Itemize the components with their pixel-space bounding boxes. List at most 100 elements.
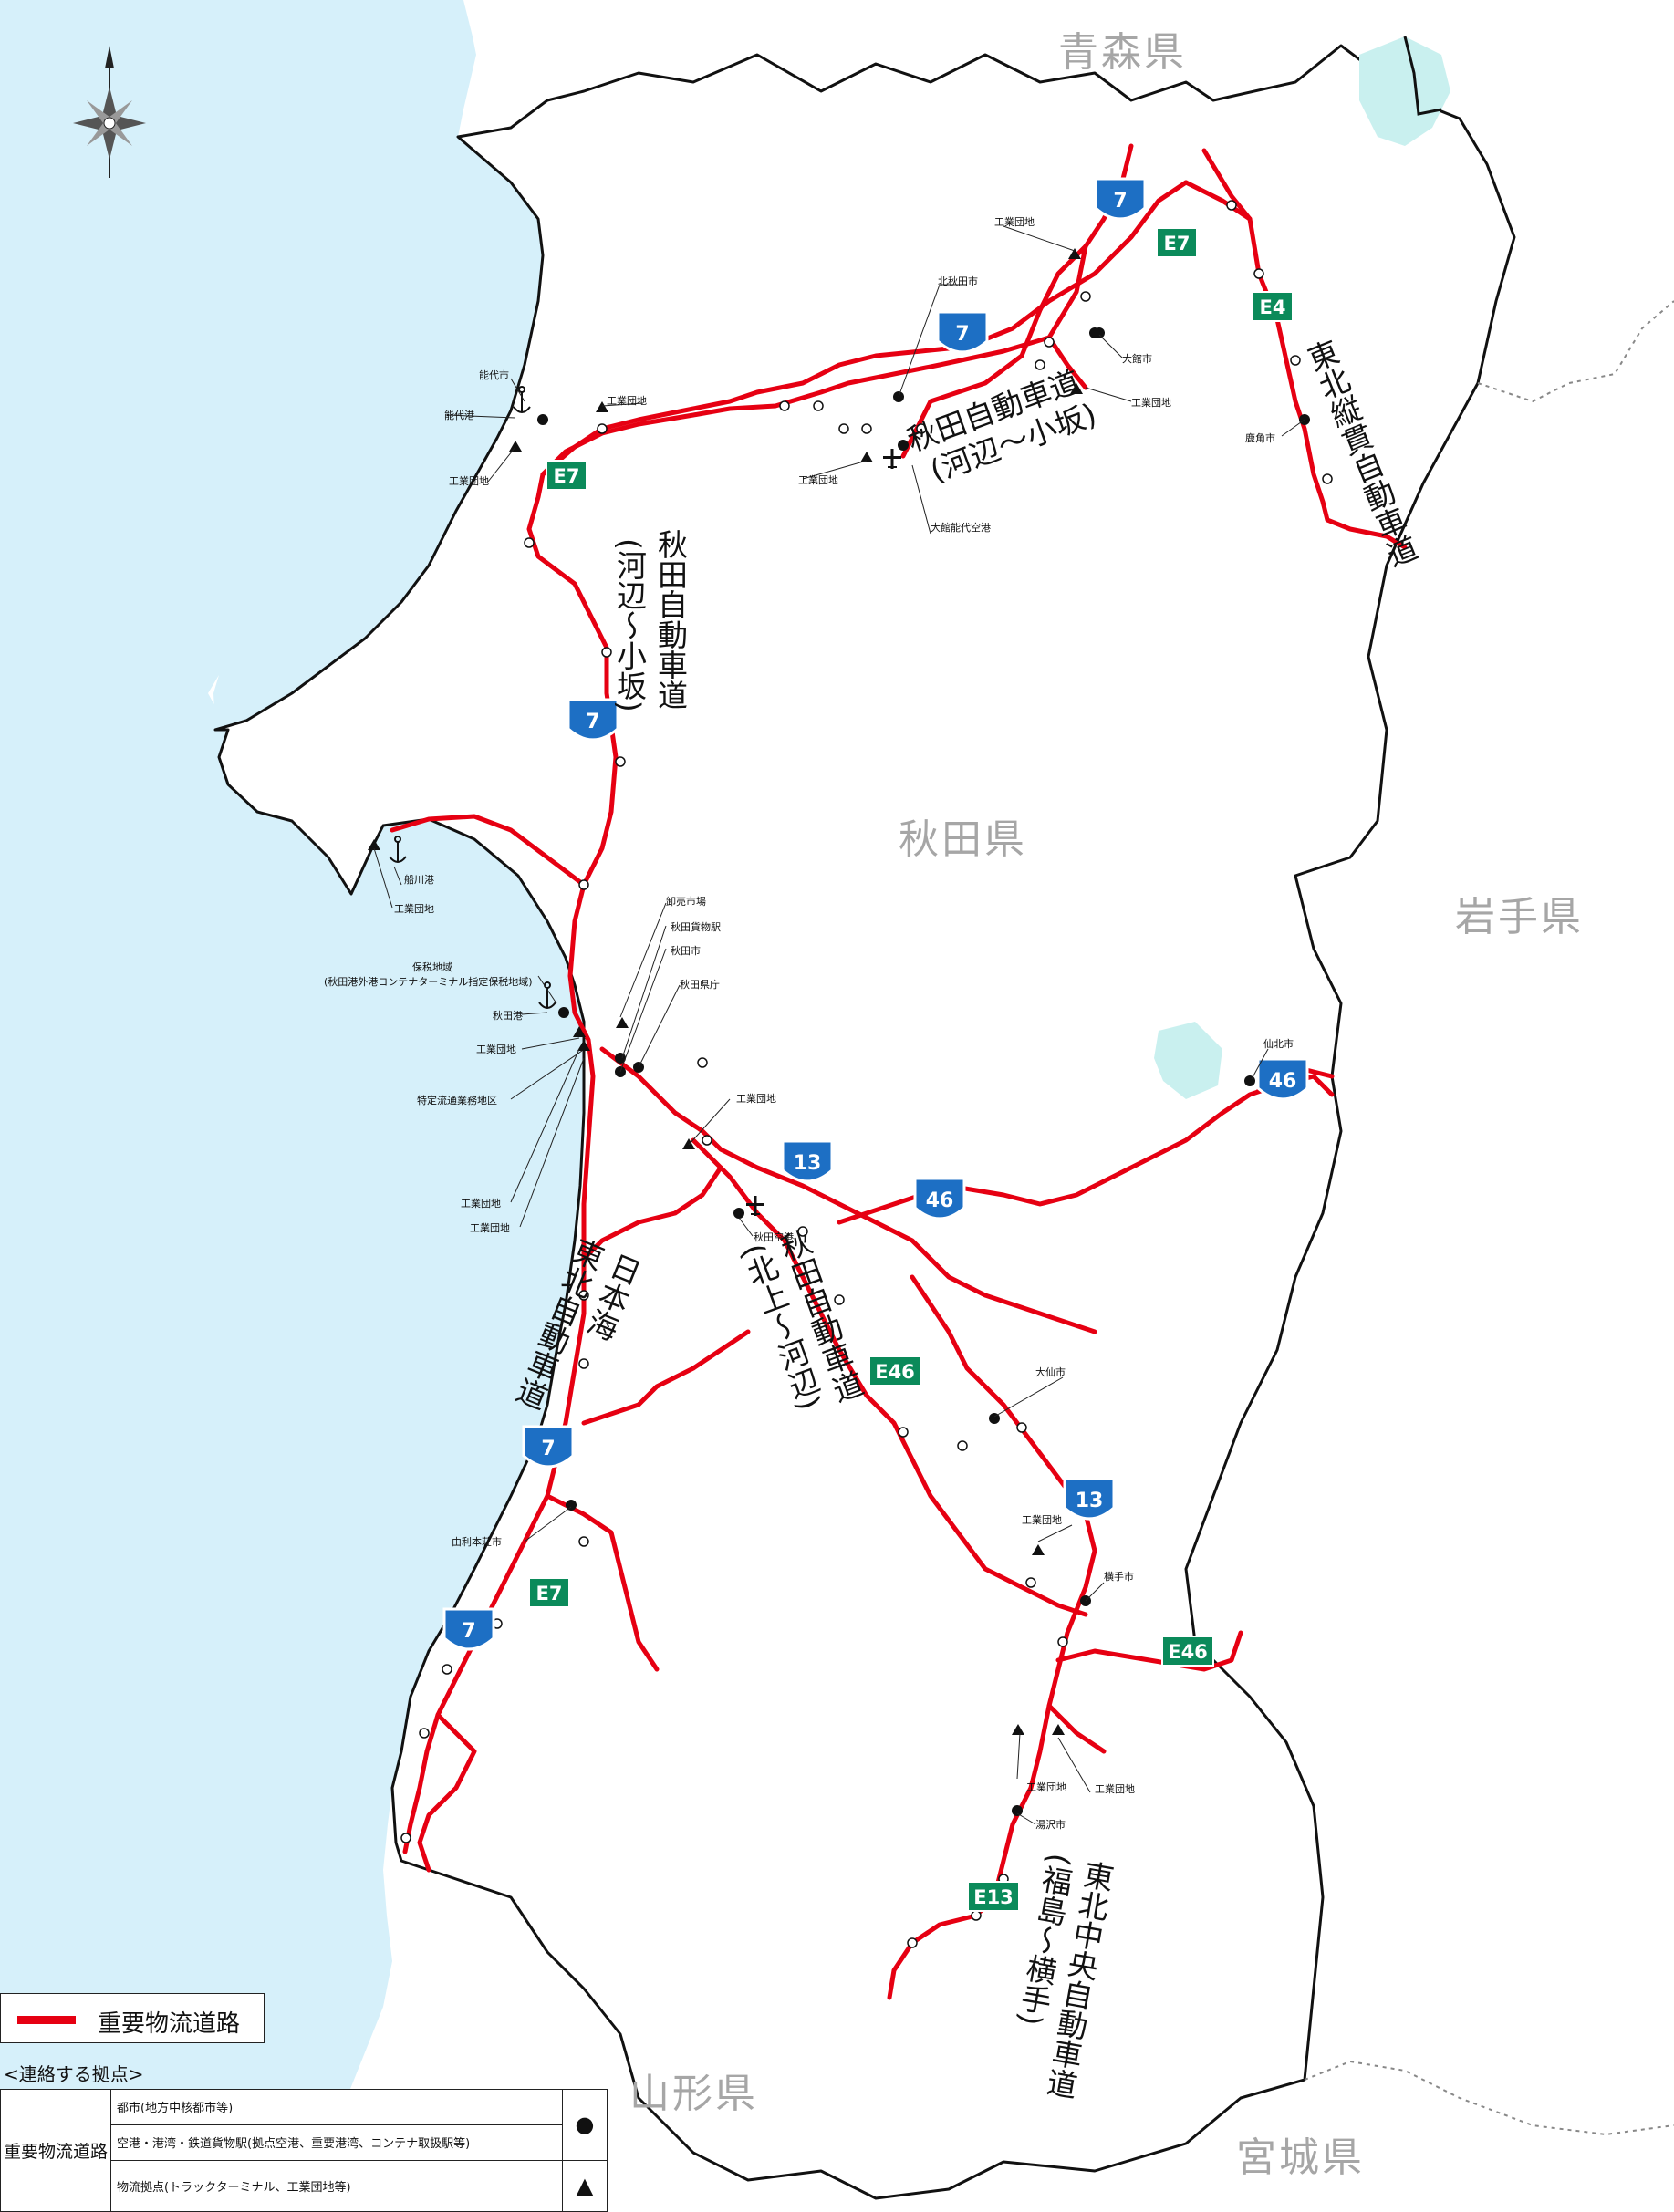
route-shield-r7: 7	[936, 310, 989, 354]
svg-text:13: 13	[794, 1152, 822, 1175]
industrial-triangle-icons	[368, 248, 1083, 1735]
svg-text:E13: E13	[973, 1886, 1014, 1908]
label-industrial-park: 工業団地	[476, 1044, 516, 1055]
interchange-nodes	[400, 200, 1333, 1948]
label-bonded-area: 保税地域	[412, 961, 452, 973]
expressway-shield-e13: E13	[967, 1881, 1020, 1912]
label-industrial-park: 工業団地	[1095, 1783, 1135, 1795]
label-yuzawa-city: 湯沢市	[1035, 1818, 1066, 1831]
expressway-shield-e4: E4	[1252, 291, 1294, 322]
label-yokote-city: 横手市	[1104, 1570, 1134, 1583]
label-industrial-park: 工業団地	[1131, 397, 1171, 409]
label-semboku-city: 仙北市	[1263, 1037, 1294, 1050]
compass-rose-icon	[73, 46, 146, 178]
hub-table: 重要物流道路 都市(地方中核都市等) ● 空港・港湾・鉄道貨物駅(拠点空港、重要…	[0, 2089, 608, 2212]
label-industrial-park: 工業団地	[449, 475, 489, 487]
hub-row-label: 都市(地方中核都市等)	[110, 2089, 563, 2125]
svg-text:E7: E7	[554, 465, 580, 487]
lake-towada	[1359, 36, 1450, 146]
table-row: 重要物流道路 都市(地方中核都市等) ●	[0, 2089, 608, 2212]
route-shield-r7: 7	[442, 1607, 495, 1651]
label-iwate: 岩手県	[1455, 894, 1584, 940]
label-industrial-park: 工業団地	[736, 1093, 776, 1105]
svg-text:46: 46	[926, 1189, 954, 1212]
route-shield-r13: 13	[1063, 1477, 1116, 1521]
expressway-shield-e7: E7	[546, 460, 587, 491]
expressway-shield-e46: E46	[1161, 1636, 1214, 1667]
svg-text:秋田自動車道: 秋田自動車道	[653, 529, 689, 710]
label-industrial-park: 工業団地	[1022, 1514, 1062, 1526]
svg-text:7: 7	[586, 711, 599, 733]
airplane-icon	[746, 1196, 764, 1216]
label-industrial-park: 工業団地	[470, 1222, 510, 1234]
hub-category: 重要物流道路	[0, 2089, 111, 2212]
label-akita-expressway-center: 秋田自動車道 (河辺～小坂)	[612, 529, 689, 712]
legend-road-line	[17, 2016, 76, 2024]
city-dot-icon: ●	[562, 2089, 608, 2161]
table-row: 物流拠点(トラックターミナル、工業団地等) ▲	[1, 2159, 608, 2212]
lake-towada-border	[1403, 36, 1442, 116]
leader-lines	[373, 225, 1305, 1825]
expressway-shield-e7: E7	[1156, 227, 1198, 258]
svg-text:E4: E4	[1260, 296, 1286, 318]
route-shield-r7: 7	[567, 698, 619, 742]
label-industrial-park: 工業団地	[1026, 1781, 1066, 1793]
lake-tazawa	[1154, 1022, 1222, 1099]
svg-text:E46: E46	[1168, 1641, 1208, 1663]
label-daisen-city: 大仙市	[1035, 1366, 1066, 1378]
anchor-icon	[513, 386, 531, 413]
sea-of-japan	[0, 0, 584, 2212]
label-noshiro-port: 能代港	[444, 409, 474, 421]
label-funakawa-port: 船川港	[404, 873, 434, 886]
label-akita: 秋田県	[899, 816, 1027, 863]
label-aomori: 青森県	[1058, 29, 1187, 76]
label-industrial-park: 工業団地	[394, 903, 434, 915]
legend-box: 重要物流道路	[0, 1993, 265, 2043]
label-akita-airport: 秋田空港	[754, 1231, 794, 1243]
miyagi-border-dashed	[1304, 2060, 1674, 2136]
expressway-shield-e7: E7	[528, 1577, 570, 1608]
expressway-shield-e46: E46	[868, 1355, 921, 1386]
iwate-border-dashed	[1477, 300, 1674, 403]
svg-text:7: 7	[1113, 190, 1127, 213]
label-miyagi: 宮城県	[1236, 2134, 1365, 2181]
label-akita-city: 秋田市	[671, 944, 701, 957]
route-shield-r13: 13	[781, 1139, 834, 1183]
label-kazuno-city: 鹿角市	[1245, 431, 1275, 444]
label-yamagata: 山形県	[629, 2071, 758, 2117]
label-odate-noshiro-airport: 大館能代空港	[931, 521, 991, 534]
label-kitaakita-city: 北秋田市	[938, 275, 978, 287]
label-industrial-park: 工業団地	[798, 474, 838, 486]
label-akita-freight-station: 秋田貨物駅	[671, 920, 721, 933]
label-noshiro-city: 能代市	[479, 369, 509, 381]
label-odate-city: 大館市	[1122, 352, 1152, 365]
city-dots	[537, 327, 1310, 1816]
label-industrial-park: 工業団地	[607, 395, 647, 407]
svg-text:7: 7	[541, 1438, 555, 1460]
svg-text:7: 7	[955, 323, 969, 346]
airplane-icon	[883, 449, 901, 469]
svg-text:E7: E7	[536, 1583, 563, 1604]
hub-row-label: 物流拠点(トラックターミナル、工業団地等)	[110, 2159, 563, 2212]
svg-text:E46: E46	[875, 1361, 915, 1383]
hub-table-heading: <連絡する拠点>	[4, 2063, 144, 2085]
label-akita-port: 秋田港	[493, 1009, 523, 1022]
svg-text:(河辺～小坂): (河辺～小坂)	[612, 538, 648, 712]
label-industrial-park: 工業団地	[461, 1198, 501, 1210]
svg-text:13: 13	[1076, 1490, 1104, 1512]
route-shield-r7: 7	[522, 1425, 575, 1469]
industrial-triangle-icon: ▲	[562, 2159, 608, 2212]
label-special-logistics: 特定流通業務地区	[417, 1094, 497, 1106]
label-akita-pref-office: 秋田県庁	[680, 978, 720, 991]
anchor-icon	[389, 836, 407, 863]
hub-row-label: 空港・港湾・鉄道貨物駅(拠点空港、重要港湾、コンテナ取扱駅等)	[110, 2124, 563, 2161]
route-shield-r7: 7	[1094, 177, 1147, 221]
label-industrial-park: 工業団地	[994, 216, 1035, 228]
svg-text:E7: E7	[1164, 233, 1191, 254]
route-shield-r46: 46	[1256, 1057, 1309, 1101]
svg-text:7: 7	[462, 1620, 475, 1643]
label-yurihonjo-city: 由利本荘市	[452, 1535, 502, 1548]
table-row: 空港・港湾・鉄道貨物駅(拠点空港、重要港湾、コンテナ取扱駅等)	[1, 2124, 608, 2161]
route-shield-r46: 46	[913, 1177, 966, 1220]
